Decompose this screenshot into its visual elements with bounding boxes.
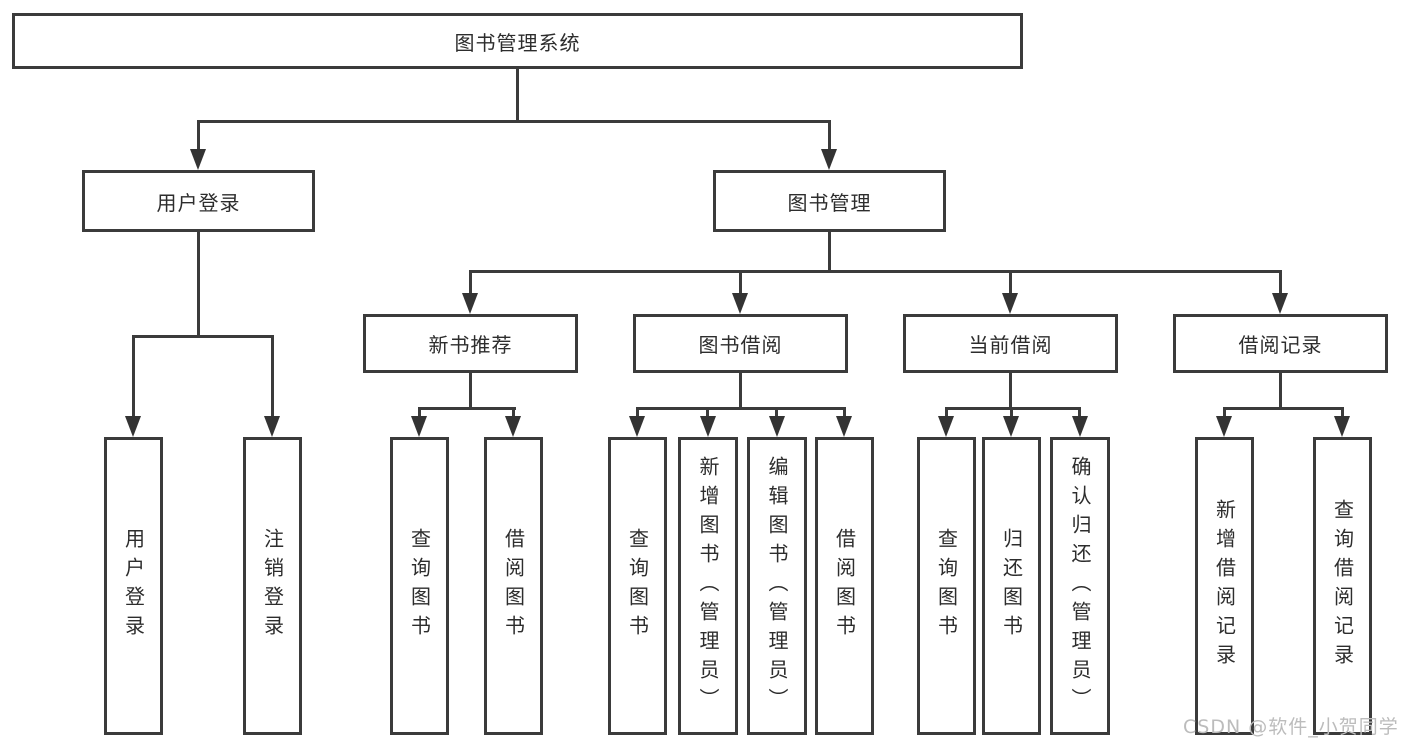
arrow-down-icon — [462, 293, 478, 314]
node-label: 图书借阅 — [698, 333, 783, 357]
node-label: 借阅图书 — [501, 528, 526, 644]
node-label: 借阅图书 — [832, 528, 857, 644]
node-current-borrow: 当前借阅 — [903, 314, 1118, 373]
arrow-down-icon — [700, 416, 716, 437]
node-label: 借阅记录 — [1238, 333, 1323, 357]
arrow-down-icon — [505, 416, 521, 437]
arrow-down-icon — [190, 149, 206, 170]
connector-line — [1279, 373, 1282, 407]
connector-line — [775, 407, 778, 418]
arrow-down-icon — [732, 293, 748, 314]
node-label: 注销登录 — [260, 528, 285, 644]
watermark: CSDN @软件_小贺同学 — [1183, 716, 1399, 738]
connector-line — [706, 407, 709, 418]
node-new-book-recommend: 新书推荐 — [363, 314, 578, 373]
leaf-add-borrow-record: 新增借阅记录 — [1195, 437, 1254, 735]
connector-line — [197, 120, 200, 151]
node-library-management-system: 图书管理系统 — [12, 13, 1023, 69]
node-label: 查询图书 — [625, 528, 650, 644]
connector-line — [945, 407, 1081, 410]
node-label: 新书推荐 — [428, 333, 513, 357]
leaf-logout: 注销登录 — [243, 437, 302, 735]
arrow-down-icon — [1002, 293, 1018, 314]
connector-line — [843, 407, 846, 418]
leaf-query-book-recommend: 查询图书 — [390, 437, 449, 735]
connector-line — [636, 407, 846, 410]
connector-line — [418, 407, 516, 410]
leaf-edit-book-admin: 编辑图书（管理员） — [747, 437, 807, 735]
leaf-query-book-current: 查询图书 — [917, 437, 976, 735]
connector-line — [739, 270, 742, 295]
connector-line — [828, 232, 831, 270]
connector-line — [1341, 407, 1344, 418]
arrow-down-icon — [125, 416, 141, 437]
arrow-down-icon — [1334, 416, 1350, 437]
arrow-down-icon — [1072, 416, 1088, 437]
connector-line — [828, 120, 831, 151]
node-label: 用户登录 — [156, 190, 241, 215]
leaf-confirm-return-admin: 确认归还（管理员） — [1050, 437, 1110, 735]
arrow-down-icon — [629, 416, 645, 437]
arrow-down-icon — [836, 416, 852, 437]
arrow-down-icon — [1216, 416, 1232, 437]
node-label: 当前借阅 — [968, 333, 1053, 357]
node-label: 查询借阅记录 — [1330, 499, 1355, 673]
leaf-borrow-book: 借阅图书 — [815, 437, 874, 735]
arrow-down-icon — [264, 416, 280, 437]
connector-line — [1009, 373, 1012, 407]
node-book-borrow: 图书借阅 — [633, 314, 848, 373]
connector-line — [197, 120, 831, 123]
node-label: 编辑图书（管理员） — [765, 455, 789, 717]
node-book-management: 图书管理 — [713, 170, 946, 232]
connector-line — [1010, 407, 1013, 418]
connector-line — [1223, 407, 1344, 410]
arrow-down-icon — [411, 416, 427, 437]
connector-line — [1223, 407, 1226, 418]
connector-line — [1279, 270, 1282, 295]
connector-line — [1009, 270, 1012, 295]
node-label: 用户登录 — [121, 528, 146, 644]
arrow-down-icon — [938, 416, 954, 437]
leaf-borrow-book-recommend: 借阅图书 — [484, 437, 543, 735]
node-label: 归还图书 — [999, 528, 1024, 644]
connector-line — [132, 335, 135, 418]
leaf-user-login: 用户登录 — [104, 437, 163, 735]
connector-line — [512, 407, 515, 418]
connector-line — [516, 69, 519, 120]
connector-line — [469, 270, 472, 295]
connector-line — [739, 373, 742, 407]
connector-line — [945, 407, 948, 418]
leaf-query-borrow-record: 查询借阅记录 — [1313, 437, 1372, 735]
node-label: 查询图书 — [407, 528, 432, 644]
connector-line — [197, 232, 200, 335]
leaf-query-book-borrow: 查询图书 — [608, 437, 667, 735]
connector-line — [132, 335, 274, 338]
leaf-add-book-admin: 新增图书（管理员） — [678, 437, 738, 735]
connector-line — [469, 373, 472, 407]
node-user-login: 用户登录 — [82, 170, 315, 232]
arrow-down-icon — [1272, 293, 1288, 314]
connector-line — [1078, 407, 1081, 418]
node-label: 图书管理系统 — [454, 30, 581, 55]
connector-line — [469, 270, 1282, 273]
node-label: 新增借阅记录 — [1212, 499, 1237, 673]
connector-line — [418, 407, 421, 418]
node-label: 确认归还（管理员） — [1068, 455, 1092, 717]
connector-line — [271, 335, 274, 418]
connector-line — [636, 407, 639, 418]
node-borrow-records: 借阅记录 — [1173, 314, 1388, 373]
node-label: 图书管理 — [787, 190, 872, 215]
arrow-down-icon — [821, 149, 837, 170]
arrow-down-icon — [1003, 416, 1019, 437]
node-label: 查询图书 — [934, 528, 959, 644]
leaf-return-book: 归还图书 — [982, 437, 1041, 735]
node-label: 新增图书（管理员） — [696, 455, 720, 717]
arrow-down-icon — [769, 416, 785, 437]
